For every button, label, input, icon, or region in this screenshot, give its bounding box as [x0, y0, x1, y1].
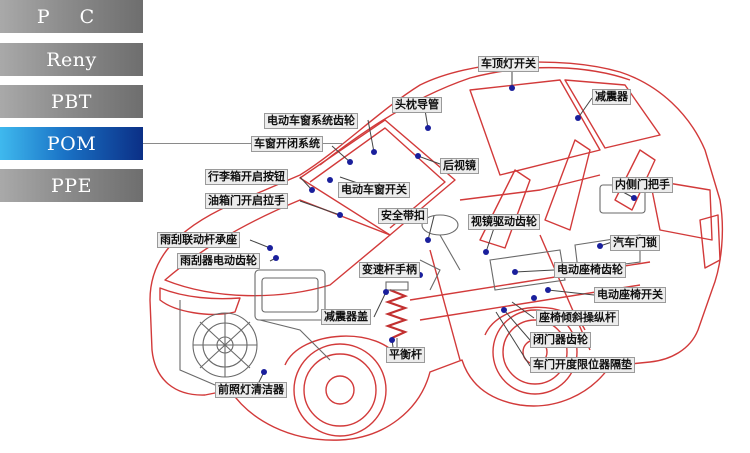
label-seat-gear: 电动座椅齿轮 — [554, 262, 626, 278]
car-outline — [149, 61, 724, 441]
marker-balance-bar — [389, 337, 395, 343]
label-seat-tilt-lever: 座椅倾斜操纵杆 — [536, 310, 619, 326]
marker-window-system — [347, 159, 353, 165]
label-window-gear: 电动车窗系统齿轮 — [264, 113, 358, 129]
tab-pom[interactable]: POM — [0, 127, 143, 160]
marker-window-gear — [371, 149, 377, 155]
label-roof-light-switch: 车顶灯开关 — [478, 56, 539, 72]
label-wiper-motor-gear: 雨刮器电动齿轮 — [177, 253, 260, 269]
label-shock-absorber-rear: 减震器 — [592, 89, 631, 105]
marker-window-switch — [327, 177, 333, 183]
label-mirror: 后视镜 — [440, 158, 479, 174]
marker-wiper-motor — [273, 255, 279, 261]
marker-fuel-door — [337, 212, 343, 218]
tab-ppe[interactable]: PPE — [0, 169, 143, 202]
marker-trunk-button — [309, 187, 315, 193]
marker-seat-switch — [545, 287, 551, 293]
tab-reny[interactable]: Reny — [0, 43, 143, 76]
label-headrest-guide: 头枕导管 — [392, 97, 442, 113]
label-window-system: 车窗开闭系统 — [251, 136, 323, 152]
label-door-limiter-pad: 车门开度限位器隔垫 — [530, 357, 635, 373]
marker-seat-belt — [425, 237, 431, 243]
label-shock-cover: 减震器盖 — [321, 309, 371, 325]
marker-roof-light — [509, 85, 515, 91]
marker-door-lock — [597, 243, 603, 249]
label-mirror-gear: 视镜驱动齿轮 — [468, 214, 540, 230]
marker-shock-rear — [575, 115, 581, 121]
marker-shock-cover — [383, 289, 389, 295]
label-window-switch: 电动车窗开关 — [338, 182, 410, 198]
active-tab-connector — [143, 143, 343, 144]
marker-headrest — [425, 125, 431, 131]
marker-wiper-bearing — [267, 245, 273, 251]
label-balance-bar: 平衡杆 — [386, 347, 425, 363]
label-trunk-button: 行李箱开启按钮 — [205, 169, 288, 185]
part-markers — [261, 85, 637, 375]
tab-pbt[interactable]: PBT — [0, 85, 143, 118]
label-fuel-door-handle: 油箱门开启拉手 — [205, 193, 288, 209]
label-wiper-bearing: 雨刮联动杆承座 — [157, 232, 240, 248]
marker-door-closer — [501, 307, 507, 313]
marker-headlamp-cleaner — [261, 369, 267, 375]
marker-inner-handle — [631, 195, 637, 201]
label-headlamp-cleaner: 前照灯清洁器 — [215, 382, 287, 398]
label-door-lock: 汽车门锁 — [610, 235, 660, 251]
marker-seat-gear — [512, 269, 518, 275]
label-inner-handle: 内侧门把手 — [612, 177, 673, 193]
marker-mirror — [415, 153, 421, 159]
marker-seat-tilt — [531, 295, 537, 301]
label-seat-belt: 安全带扣 — [378, 208, 428, 224]
tab-pc[interactable]: P C — [0, 0, 143, 33]
label-door-closer-gear: 闭门器齿轮 — [530, 332, 591, 348]
label-seat-switch: 电动座椅开关 — [594, 287, 666, 303]
label-gear-lever: 变速杆手柄 — [359, 262, 420, 278]
mechanical-parts — [179, 184, 646, 386]
marker-mirror-gear — [483, 249, 489, 255]
